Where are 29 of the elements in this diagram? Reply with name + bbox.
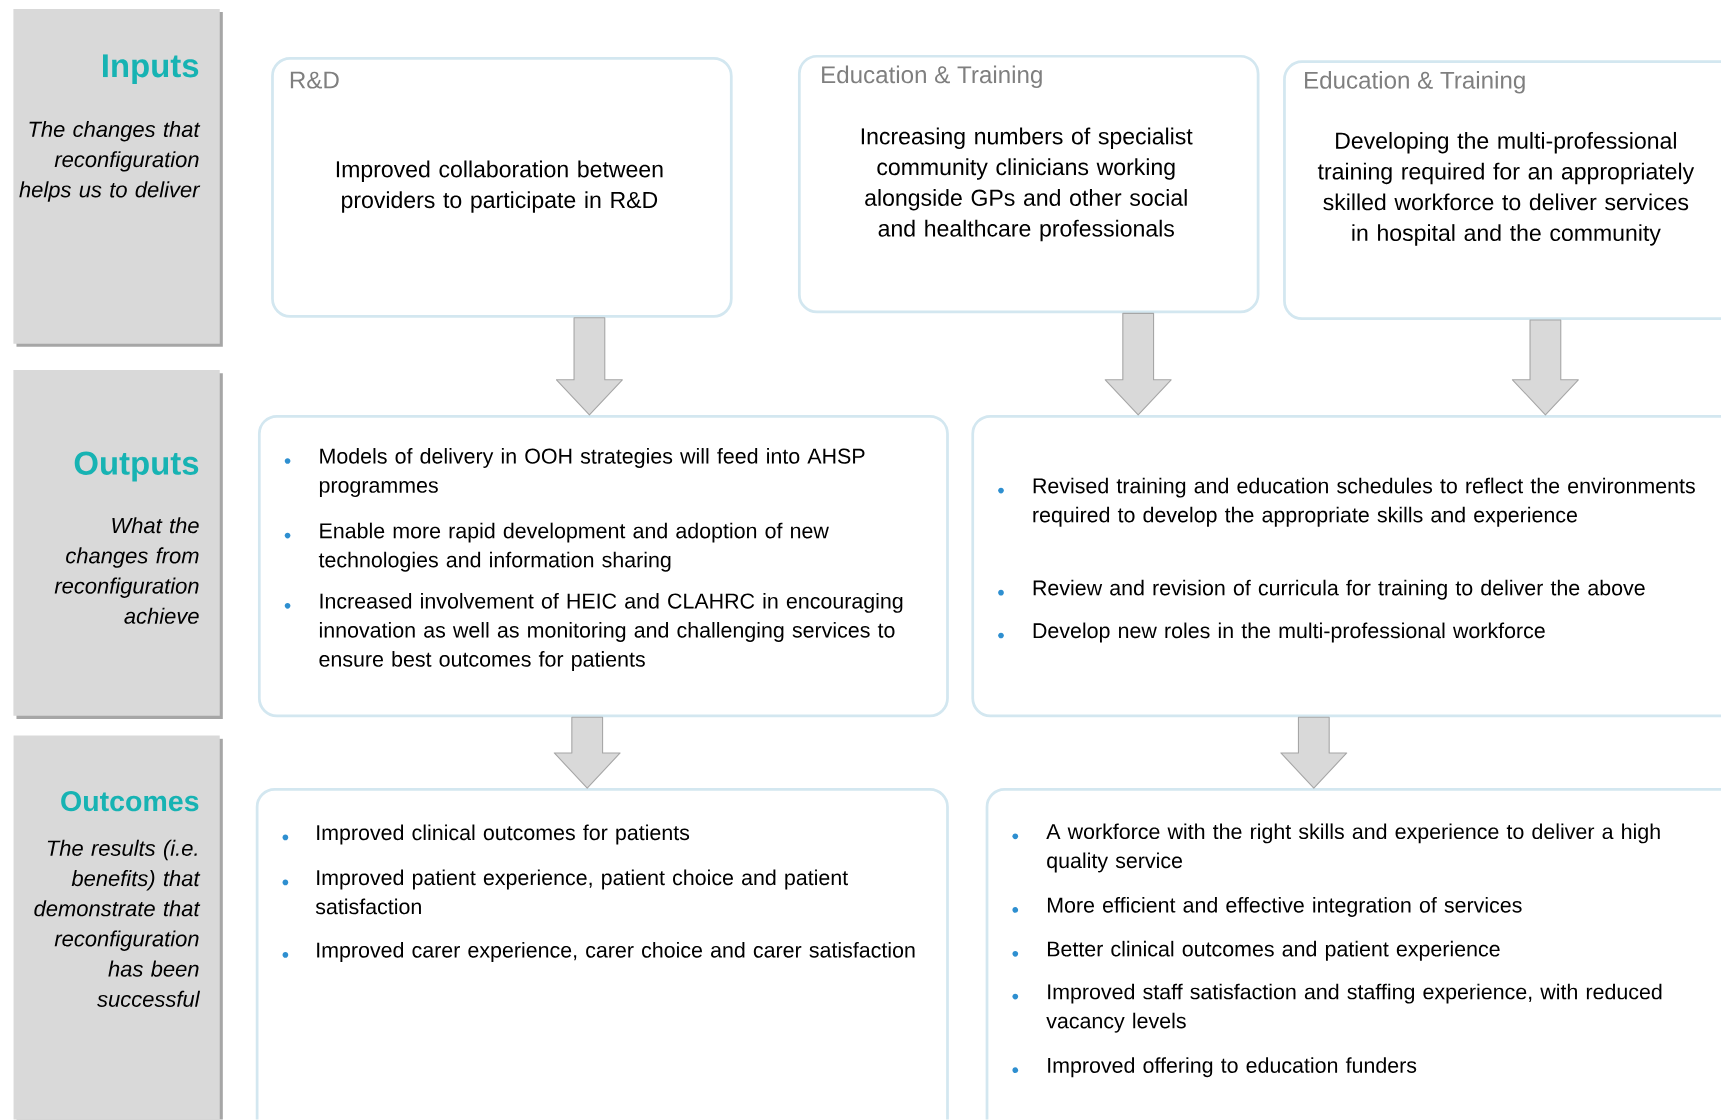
block-arrow xyxy=(1280,716,1348,789)
side-panel: Outputs What the changes from reconfiguration achieve xyxy=(13,370,223,720)
block-arrow xyxy=(1511,319,1579,416)
bullet-item: Improved carer experience, carer choice and carer satisfaction xyxy=(282,942,915,963)
bullet-list-box xyxy=(971,415,1721,718)
text-box: R&D Improved collaboration between providers to participate in R&D xyxy=(271,57,733,318)
bullet-item: Improved clinical outcomes for patients xyxy=(282,824,690,845)
text-box: Education & Training Increasing numbers of specialist community clinicians working alongside GPs and other social and healthcare professionals xyxy=(797,55,1260,314)
bullet-item: Review and revision of curricula for training to deliver the above xyxy=(998,580,1645,600)
text-box: Education & Training Developing the multi-professional training required for an appropriately skilled workforce to deliver services in hospital and the community xyxy=(1283,60,1721,321)
bullet-item: Enable more rapid development and adoption of new technologies and information sharing xyxy=(284,522,829,572)
bullet-item: Improved offering to education funders xyxy=(1012,1057,1417,1078)
bullet-item: Models of delivery in OOH strategies will feed into AHSP programmes xyxy=(284,448,865,498)
bullet-item: Improved staff satisfaction and staffing experience, with reduced vacancy levels xyxy=(1012,983,1662,1033)
bullet-list-box xyxy=(257,415,949,718)
block-arrow xyxy=(1104,313,1172,416)
bullet-item: Develop new roles in the multi-professional workforce xyxy=(998,622,1545,643)
bullet-item: A workforce with the right skills and experience to deliver a high quality service xyxy=(1012,823,1660,873)
bullet-item: Improved patient experience, patient choice and patient satisfaction xyxy=(282,869,848,915)
block-arrow xyxy=(553,716,621,789)
block-arrow xyxy=(555,317,623,416)
bullet-list-box xyxy=(255,788,949,1120)
bullet-list-box xyxy=(985,788,1721,1120)
side-panel: Outcomes The results (i.e. benefits) that demonstrate that reconfiguration has been successful xyxy=(13,735,223,1120)
bullet-item: More efficient and effective integration of services xyxy=(1012,897,1522,918)
bullet-item: Better clinical outcomes and patient experience xyxy=(1012,941,1500,962)
bullet-item: Increased involvement of HEIC and CLAHRC in encouraging innovation as well as monitoring and challenging services to ensure best outcomes for patients xyxy=(284,593,903,672)
side-panel: Inputs The changes that reconfiguration helps us to deliver xyxy=(13,9,223,348)
bullet-item: Revised training and education schedules to reflect the environments required to develop the appropriate skills and experience xyxy=(998,477,1695,527)
